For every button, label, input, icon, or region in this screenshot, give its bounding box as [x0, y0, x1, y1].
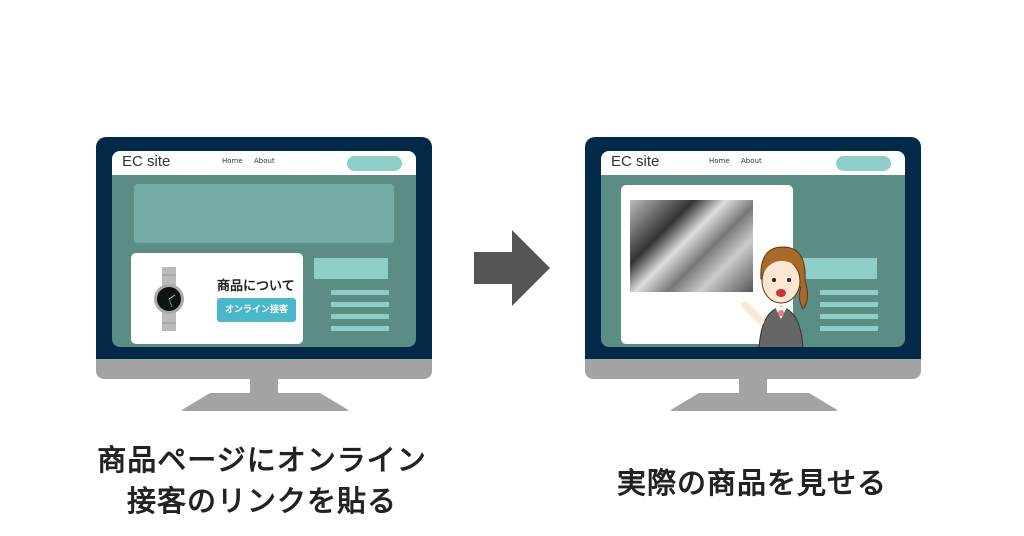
nav-home[interactable]: Home [222, 157, 243, 165]
site-header: EC site Home About [112, 151, 416, 175]
sidebar-line [331, 314, 389, 319]
site-logo: EC site [611, 153, 660, 170]
monitor-chin [585, 359, 921, 379]
sidebar-box [314, 258, 388, 279]
ec-site-screen: EC site Home About [601, 151, 905, 347]
product-card: 商品について オンライン接客 [131, 253, 303, 344]
nav-about[interactable]: About [254, 157, 275, 165]
watch-photo [630, 200, 753, 292]
right-monitor: EC site Home About [585, 137, 921, 413]
nav-about[interactable]: About [741, 157, 762, 165]
header-button[interactable] [347, 156, 402, 171]
sidebar-line [331, 290, 389, 295]
sidebar-box [803, 258, 877, 279]
monitor-neck [250, 379, 278, 395]
card-title: 商品について [217, 279, 295, 294]
left-caption-line2: 接客のリンクを貼る [126, 484, 397, 518]
sidebar-line [820, 326, 878, 331]
sidebar-line [820, 290, 878, 295]
sidebar-line [331, 326, 389, 331]
monitor-neck [739, 379, 767, 395]
sidebar-line [820, 314, 878, 319]
ec-site-screen: EC site Home About 商品について オンライン接客 [112, 151, 416, 347]
right-caption: 実際の商品を見せる [616, 466, 887, 500]
staff-woman-icon [741, 246, 809, 347]
monitor-base [669, 393, 839, 411]
site-logo: EC site [122, 153, 171, 170]
site-header: EC site Home About [601, 151, 905, 175]
monitor-base [180, 393, 350, 411]
hero-banner [134, 184, 394, 243]
watch-icon [154, 267, 184, 331]
header-button[interactable] [836, 156, 891, 171]
sidebar-line [331, 302, 389, 307]
right-arrow-icon [474, 230, 550, 306]
left-monitor: EC site Home About 商品について オンライン接客 [96, 137, 432, 413]
nav-home[interactable]: Home [709, 157, 730, 165]
video-panel [621, 185, 793, 344]
sidebar-line [820, 302, 878, 307]
monitor-chin [96, 359, 432, 379]
left-caption-line1: 商品ページにオンライン [97, 443, 427, 477]
online-service-button[interactable]: オンライン接客 [217, 298, 296, 322]
